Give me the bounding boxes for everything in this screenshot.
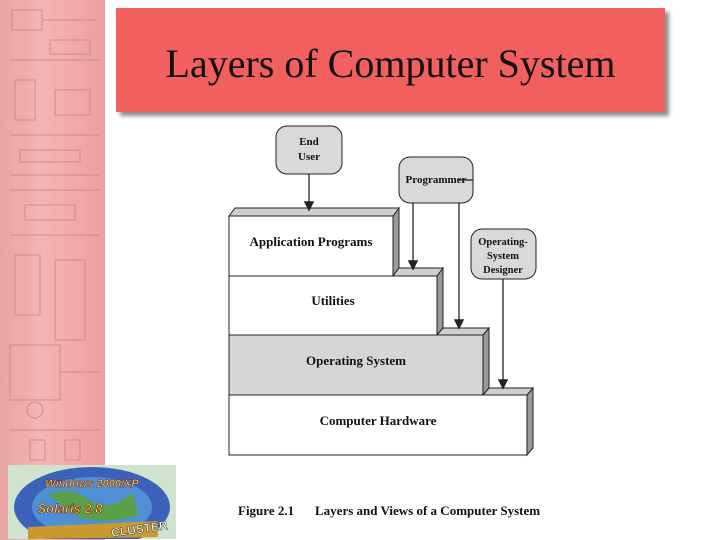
slide-title: Layers of Computer System xyxy=(165,41,616,86)
actor-os-designer-line1: Operating- xyxy=(478,237,528,248)
actor-programmer-label: Programmer xyxy=(406,174,467,186)
layer-label-application-programs: Application Programs xyxy=(250,234,373,249)
decorative-side-stripe xyxy=(0,0,105,540)
layer-label-utilities: Utilities xyxy=(311,293,354,308)
layer-computer-hardware xyxy=(228,394,528,456)
layer-operating-system xyxy=(228,334,484,396)
layer-label-operating-system: Operating System xyxy=(306,353,406,368)
computer-layers-diagram: Application Programs Utilities Operating… xyxy=(228,125,540,518)
title-banner: Layers of Computer System xyxy=(116,8,665,112)
layer-utilities xyxy=(228,275,438,336)
actor-end-user-box xyxy=(275,125,343,175)
layer-label-computer-hardware: Computer Hardware xyxy=(320,413,437,428)
figure-caption-number: Figure 2.1 xyxy=(238,503,294,518)
actor-end-user-line1: End xyxy=(299,136,319,148)
logo-text-line2: Solaris 2.8 xyxy=(37,501,103,516)
actor-os-designer-line3: Designer xyxy=(483,265,523,276)
circuit-pattern xyxy=(9,9,100,461)
actor-os-designer-line2: System xyxy=(487,251,519,262)
cluster-logo: Windows 2000/XP Solaris 2.8 CLUSTER xyxy=(8,465,176,539)
layer-application-programs xyxy=(228,215,394,277)
logo-text-line3: CLUSTER xyxy=(110,518,168,539)
logo-text-line1: Windows 2000/XP xyxy=(45,478,139,490)
actor-end-user-line2: User xyxy=(298,151,320,163)
figure-caption-text: Layers and Views of a Computer System xyxy=(315,503,540,518)
